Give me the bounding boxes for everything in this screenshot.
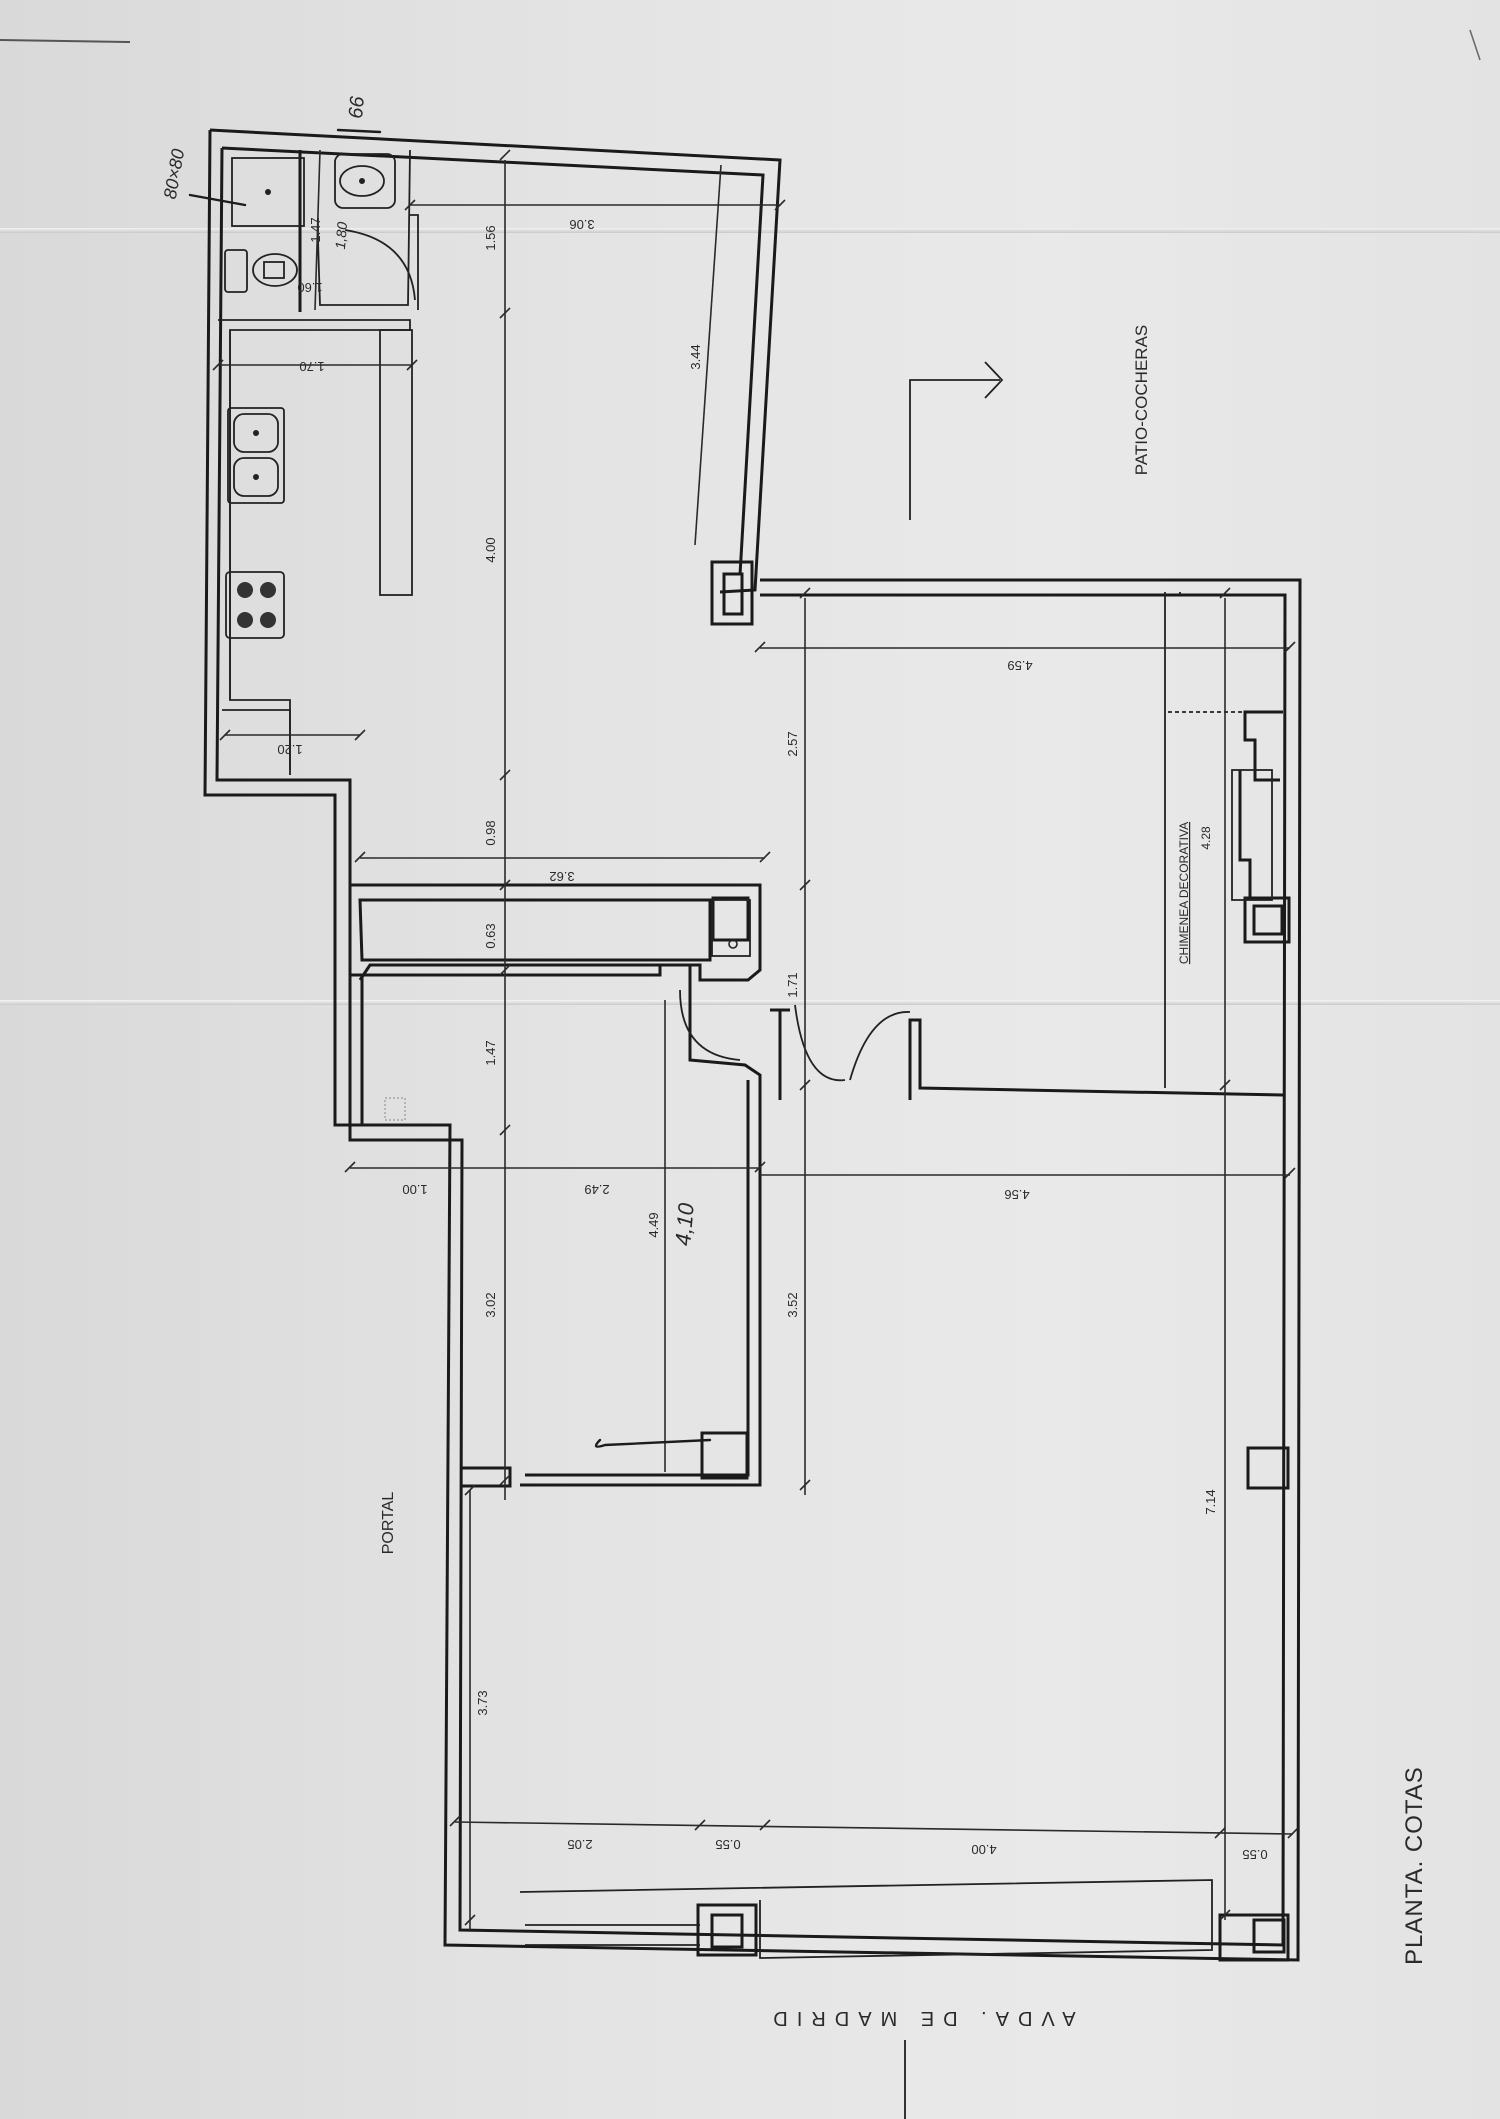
paper-fold-top: [0, 228, 1500, 233]
dim-0-63: 0.63: [483, 923, 498, 948]
handwritten-shower: 80×80: [160, 147, 188, 200]
dimension-lines: [212, 149, 1299, 1930]
exterior-walls: [203, 128, 1302, 1962]
dim-4-56: 4.56: [1004, 1187, 1029, 1202]
kitchen: [218, 319, 413, 775]
plan-title: PLANTA. COTAS: [1401, 1766, 1428, 1965]
dim-3-52: 3.52: [785, 1292, 800, 1317]
handwritten-arrow-shower: [188, 193, 247, 207]
dim-1-60: 1.60: [297, 280, 322, 295]
dim-3-62: 3.62: [549, 869, 574, 884]
handwritten-arrow-corridor: [594, 1438, 712, 1448]
dim-2-57: 2.57: [785, 731, 800, 756]
portal-label: PORTAL: [380, 1492, 397, 1555]
dim-3-44: 3.44: [688, 344, 703, 369]
patio-label: PATIO-COCHERAS: [1132, 325, 1151, 476]
interior-walls: [350, 592, 1284, 1959]
dim-0-55-b: 0.55: [1242, 1847, 1267, 1862]
dim-4-28: 4.28: [1199, 826, 1213, 850]
patio-arrow-line: [909, 379, 1000, 520]
dim-1-71: 1.71: [785, 972, 800, 997]
dim-2-05: 2.05: [567, 1837, 592, 1852]
dim-2-49: 2.49: [584, 1182, 609, 1197]
dim-1-47-room: 1.47: [483, 1040, 498, 1065]
handwritten-bath-width: 1,80: [332, 221, 350, 250]
paper-fold-bottom: [0, 1000, 1500, 1005]
dim-1-47-bath: 1.47: [308, 217, 323, 242]
patio-arrow-icon: [984, 361, 1004, 399]
dim-4-59: 4.59: [1007, 658, 1032, 673]
dim-0-98: 0.98: [483, 820, 498, 845]
dim-1-20: 1.20: [277, 742, 302, 757]
dim-1-70: 1.70: [299, 359, 324, 374]
street-label: AVDA. DE MADRID: [764, 2007, 1075, 2029]
note-mark: [384, 1097, 406, 1121]
structural-columns: [696, 560, 1291, 1962]
pencil-mark-corner: [1469, 29, 1481, 61]
dimension-values: 3.06 1.56 1.47 1.60 1.70 3.44 4.00 1.20 …: [277, 217, 1267, 1862]
handwritten-sink: 66: [345, 95, 369, 120]
dim-4-49: 4.49: [646, 1212, 661, 1237]
bathroom: [224, 149, 419, 310]
dim-7-14: 7.14: [1203, 1489, 1218, 1514]
dim-4-00: 4.00: [483, 537, 498, 562]
dim-0-55-a: 0.55: [715, 1837, 740, 1852]
fireplace-label: CHIMENEA DECORATIVA: [1177, 822, 1191, 964]
handwritten-arrow-sink: [336, 128, 382, 134]
dim-3-02: 3.02: [483, 1292, 498, 1317]
handwritten-corridor: 4,10: [670, 1201, 699, 1247]
dim-3-06: 3.06: [569, 217, 594, 232]
dim-1-56: 1.56: [483, 225, 498, 250]
dim-1-00: 1.00: [402, 1182, 427, 1197]
pencil-mark: [0, 39, 131, 43]
dim-3-73: 3.73: [475, 1690, 490, 1715]
dim-4-00-b: 4.00: [971, 1842, 996, 1857]
